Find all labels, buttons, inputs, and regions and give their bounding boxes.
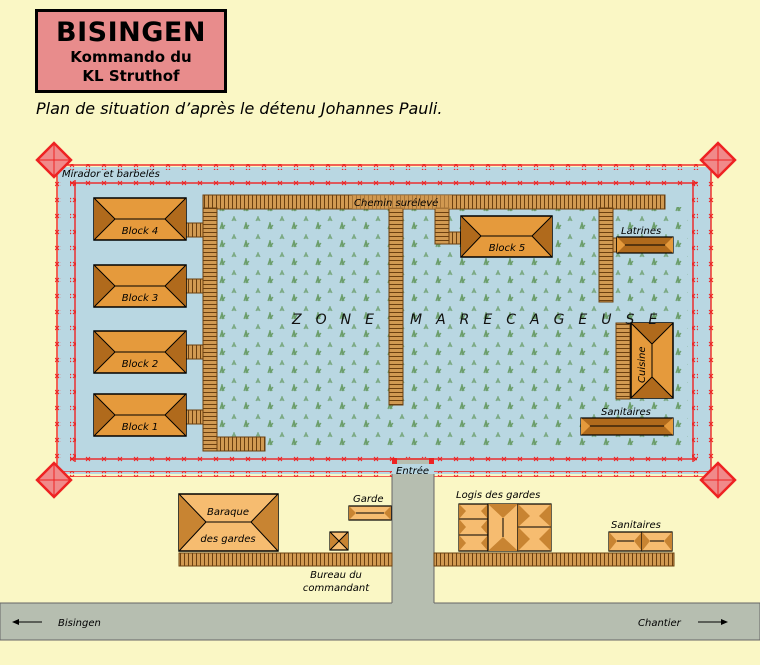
road-direction-left: Bisingen — [12, 618, 101, 629]
watchtower-icon — [35, 461, 73, 499]
sanitaires-camp-label: Sanitaires — [601, 407, 651, 418]
zone-label-2: MARECAGEUSE — [410, 312, 671, 328]
path-label: Chemin surélevé — [354, 197, 438, 209]
block-4: Block 4 — [93, 197, 187, 241]
bureau-label-2: commandant — [303, 583, 370, 594]
arrow-right-icon — [721, 619, 728, 625]
outside-path-right — [433, 552, 675, 567]
baraque-label-2: des gardes — [200, 534, 255, 545]
sanitaires-outside: Sanitaires — [608, 520, 673, 552]
map-caption: Plan de situation d’après le détenu Joha… — [36, 99, 443, 118]
raised-path — [185, 194, 666, 452]
map-subtitle-line2: KL Struthof — [82, 67, 180, 85]
cuisine: Cuisine — [630, 322, 674, 399]
map-title: BISINGEN — [56, 17, 206, 48]
block-1-label: Block 1 — [122, 422, 159, 433]
watchtower-icon — [699, 141, 737, 179]
watchtower-icon — [699, 461, 737, 499]
title-box: BISINGEN Kommando du KL Struthof — [35, 9, 227, 93]
barbed-wire-fence — [55, 164, 714, 477]
block-2-label: Block 2 — [122, 359, 159, 370]
road-direction-right: Chantier — [638, 618, 728, 629]
garde-label: Garde — [353, 494, 384, 505]
bureau-du-commandant: Bureau du commandant — [303, 531, 370, 594]
cuisine-label: Cuisine — [637, 346, 648, 383]
road — [0, 462, 760, 641]
entrance-gate — [392, 458, 434, 464]
garde: Garde — [348, 494, 392, 521]
latrines-label: Latrines — [621, 226, 661, 237]
block-3-label: Block 3 — [122, 293, 159, 304]
watchtower-icon — [35, 141, 73, 179]
block-5: Block 5 — [460, 215, 553, 258]
bureau-label-1: Bureau du — [310, 570, 362, 581]
block-5-label: Block 5 — [489, 243, 526, 254]
baraque-des-gardes: Baraque des gardes — [178, 493, 279, 552]
baraque-label-1: Baraque — [207, 507, 249, 518]
block-2: Block 2 — [93, 330, 187, 374]
zone-label-1: ZONE — [291, 312, 388, 328]
arrow-left-icon — [12, 619, 19, 625]
latrines: Latrines — [616, 226, 674, 254]
outside-path-left — [178, 552, 393, 567]
road-left-label: Bisingen — [58, 618, 101, 629]
sanitaires-outside-label: Sanitaires — [611, 520, 661, 531]
entrance-label: Entrée — [396, 465, 429, 477]
road-right-label: Chantier — [638, 618, 682, 629]
map-subtitle-line1: Kommando du — [70, 48, 192, 66]
block-3: Block 3 — [93, 264, 187, 308]
sanitaires-camp: Sanitaires — [580, 407, 674, 436]
fence-label: Mirador et barbelés — [62, 168, 160, 180]
block-1: Block 1 — [93, 393, 187, 437]
logis-des-gardes: Logis des gardes — [456, 490, 552, 552]
logis-label: Logis des gardes — [456, 490, 540, 501]
block-4-label: Block 4 — [122, 226, 159, 237]
